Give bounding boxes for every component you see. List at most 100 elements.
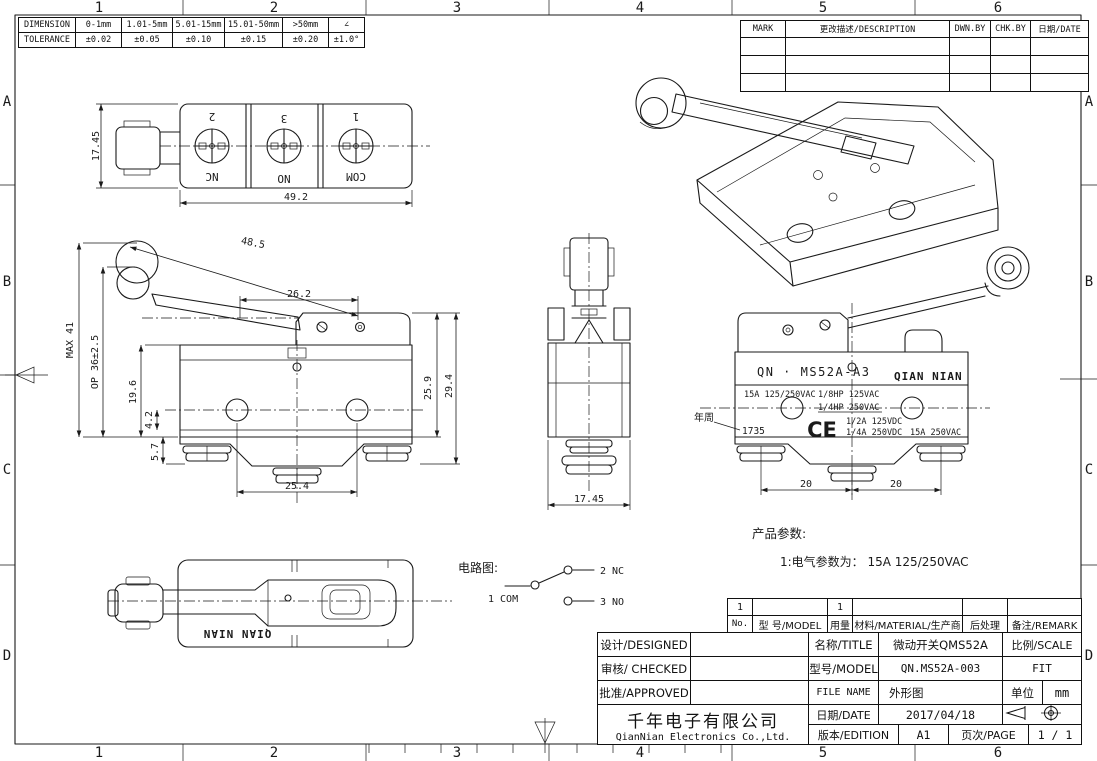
- date-value: 2017/04/18: [878, 704, 1003, 725]
- frontview-dim-259: 25.9: [423, 376, 434, 400]
- frontview-dim-196: 19.6: [128, 380, 139, 404]
- revision-header-chk: CHK.BY: [990, 20, 1031, 38]
- approved-label: 批准/APPROVED: [597, 680, 691, 705]
- revision-header-mark: MARK: [740, 20, 786, 38]
- zone-right-c: C: [1085, 462, 1093, 478]
- bottomview-brand-label: QIAN NIAN: [203, 627, 272, 640]
- revision-header-dwn: DWN.BY: [949, 20, 991, 38]
- designed-label: 设计/DESIGNED: [597, 632, 691, 657]
- zone-top-6: 6: [994, 0, 1002, 16]
- approved-value: [690, 680, 809, 705]
- zone-top-4: 4: [636, 0, 644, 16]
- topview-dim-width: 49.2: [284, 192, 308, 203]
- backview-brand-label: QIAN NIAN: [894, 370, 963, 383]
- zone-right-b: B: [1085, 274, 1093, 290]
- zone-top-1: 1: [95, 0, 103, 16]
- zone-bottom-4: 4: [636, 745, 644, 761]
- frontview-dim-top: 26.2: [287, 289, 311, 300]
- product-params-title: 产品参数:: [752, 526, 806, 541]
- topview-dim-height: 17.45: [91, 131, 102, 161]
- circuit-no-label: 3 NO: [600, 597, 624, 608]
- circuit-title: 电路图:: [458, 560, 498, 575]
- rating-3: 1/4HP 250VAC: [818, 403, 879, 413]
- company-name-cn: 千年电子有限公司: [627, 711, 779, 732]
- rating-2: 1/8HP 125VAC: [818, 390, 879, 400]
- backview-dim-left: 20: [800, 479, 812, 490]
- zone-top-3: 3: [453, 0, 461, 16]
- designed-value: [690, 632, 809, 657]
- projection-symbol-cell: [1002, 704, 1082, 725]
- tolerance-row2-header: TOLERANCE: [18, 32, 76, 48]
- revision-header-date: 日期/DATE: [1030, 20, 1089, 38]
- zone-bottom-2: 2: [270, 745, 278, 761]
- frontview-dim-lever: 48.5: [240, 236, 266, 251]
- frontview-dim-254: 25.4: [285, 481, 309, 492]
- backview-dim-right: 20: [890, 479, 902, 490]
- date-code-value: 1735: [742, 426, 765, 437]
- product-parameters: 产品参数: 1:电气参数为： 15A 125/250VAC: [752, 526, 968, 569]
- rating-1: 15A 125/250VAC: [744, 390, 816, 400]
- page-label: 页次/PAGE: [948, 724, 1029, 745]
- zone-left-b: B: [3, 274, 11, 290]
- zone-top-5: 5: [819, 0, 827, 16]
- scale-label: 比例/SCALE: [1002, 632, 1082, 657]
- zone-right-d: D: [1085, 648, 1093, 664]
- circuit-com-label: 1 COM: [488, 594, 518, 605]
- parts-header-no: No.: [727, 615, 753, 633]
- terminal-label: NO: [277, 172, 290, 185]
- terminal-number: 3: [281, 112, 288, 125]
- unit-label: 单位: [1002, 680, 1043, 705]
- date-code-label: 年周: [694, 411, 714, 424]
- terminal-label: COM: [346, 170, 366, 183]
- parts-no-value: 1: [727, 598, 753, 616]
- sideview-dim-width: 17.45: [574, 494, 604, 505]
- edition-label: 版本/EDITION: [808, 724, 899, 745]
- file-name-value: 外形图: [878, 680, 1003, 705]
- parts-header-remark: 备注/REMARK: [1007, 615, 1082, 633]
- terminal-number: 1: [353, 110, 360, 123]
- parts-header-material: 材料/MATERIAL/生产商: [852, 615, 963, 633]
- backview-model-label: QN · MS52A-A3: [757, 365, 870, 379]
- unit-value: mm: [1042, 680, 1082, 705]
- terminal-number: 2: [209, 110, 216, 123]
- model-value: QN.MS52A-003: [878, 656, 1003, 681]
- zone-bottom-3: 3: [453, 745, 461, 761]
- page-value: 1 / 1: [1028, 724, 1082, 745]
- date-label: 日期/DATE: [808, 704, 879, 725]
- title-value: 微动开关QMS52A: [878, 632, 1003, 657]
- zone-bottom-6: 6: [994, 745, 1002, 761]
- zone-left-a: A: [3, 94, 12, 110]
- company-cell: 千年电子有限公司 QianNian Electronics Co.,Ltd.: [597, 704, 809, 745]
- file-name-label: FILE NAME: [808, 680, 879, 705]
- back-view: QN · MS52A-A3 QIAN NIAN 15A 125/250VAC 1…: [694, 246, 1030, 500]
- checked-label: 审核/ CHECKED: [597, 656, 691, 681]
- tolerance-row1-header: DIMENSION: [18, 17, 76, 33]
- frontview-dim-op: OP 36±2.5: [90, 335, 101, 389]
- frontview-dim-294: 29.4: [444, 374, 455, 398]
- zone-labels: 1 2 3 4 5 6 1 2 3 4 5 6 A B C D A B C D: [3, 0, 1094, 761]
- frontview-dim-42: 4.2: [144, 411, 155, 429]
- circuit-nc-label: 2 NC: [600, 566, 624, 577]
- rating-4: 1/2A 125VDC: [846, 417, 902, 427]
- frontview-dim-max: MAX 41: [65, 322, 76, 358]
- checked-value: [690, 656, 809, 681]
- frontview-dim-57: 5.7: [150, 443, 161, 461]
- zone-left-d: D: [3, 648, 11, 664]
- side-view: 17.45: [547, 233, 631, 510]
- circuit-diagram: 电路图: 2 NC 3 NO 1 COM: [458, 560, 624, 608]
- rating-5: 1/4A 250VDC: [846, 428, 902, 438]
- isometric-view: [635, 77, 999, 287]
- revision-header-description: 更改描述/DESCRIPTION: [785, 20, 950, 38]
- company-name-en: QianNian Electronics Co.,Ltd.: [615, 731, 791, 743]
- terminal-label: NC: [205, 170, 218, 183]
- bottom-view: QIAN NIAN: [107, 559, 452, 648]
- model-label: 型号/MODEL: [808, 656, 879, 681]
- angle-icon: ∠: [328, 17, 365, 33]
- revision-table: MARK 更改描述/DESCRIPTION DWN.BY CHK.BY 日期/D…: [740, 20, 1089, 92]
- top-view: 17.45 49.2 2 3 1 NC NO COM: [91, 103, 430, 207]
- tolerance-table: DIMENSION 0-1mm 1.01-5mm 5.01-15mm 15.01…: [18, 17, 365, 48]
- edition-value: A1: [898, 724, 949, 745]
- parts-header-post: 后处理: [962, 615, 1008, 633]
